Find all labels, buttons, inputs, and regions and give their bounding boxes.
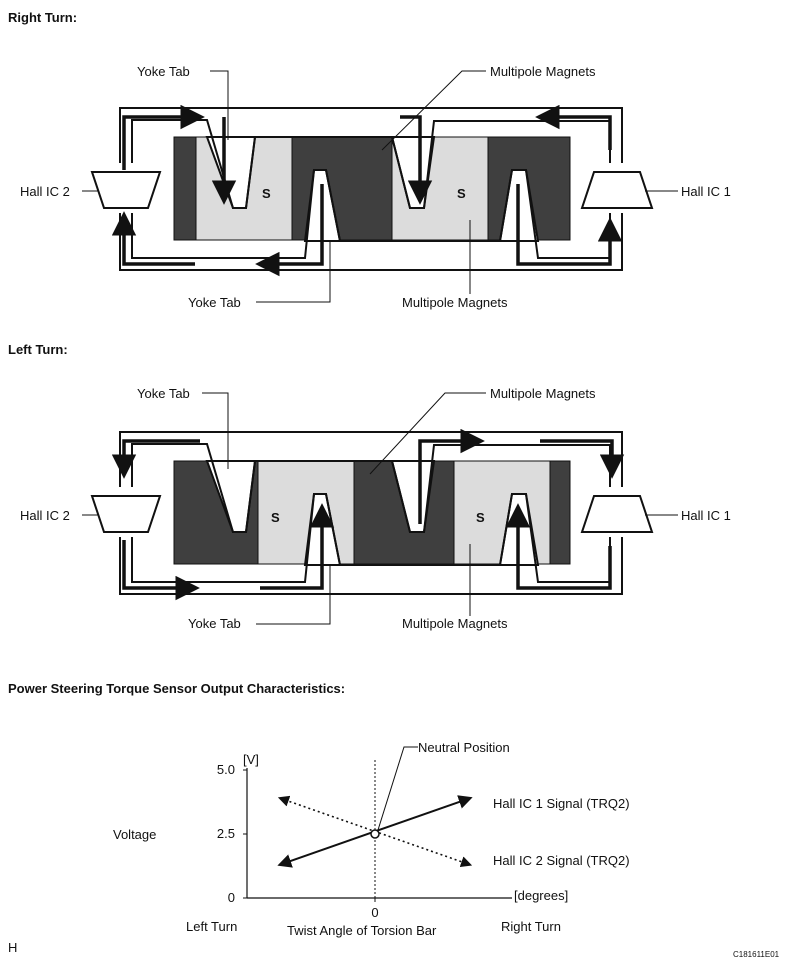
- x-unit-label: [degrees]: [514, 888, 569, 903]
- lt-pole-s-2: S: [476, 510, 485, 525]
- lt-pole-s-1: S: [271, 510, 280, 525]
- rt-pole-s-1: S: [262, 186, 271, 201]
- output-characteristics-chart: 0 2.5 5.0 0: [217, 746, 512, 920]
- rt-multipole-top-label: Multipole Magnets: [490, 64, 596, 79]
- y-tick-label: 2.5: [217, 826, 235, 841]
- rt-multipole-bottom-label: Multipole Magnets: [402, 295, 508, 310]
- lt-magnet-n-3: [549, 460, 571, 565]
- rt-yoke-tab-bottom-label: Yoke Tab: [188, 295, 241, 310]
- lt-hall-ic-2-label: Hall IC 2: [20, 508, 70, 523]
- lt-multipole-bottom-label: Multipole Magnets: [402, 616, 508, 631]
- rt-hall-ic-1-label: Hall IC 1: [681, 184, 731, 199]
- neutral-leader: [377, 746, 418, 831]
- hall-ic-2-signal-label: Hall IC 2 Signal (TRQ2): [493, 853, 630, 868]
- lt-hall-ic-1-label: Hall IC 1: [681, 508, 731, 523]
- footer-left: H: [8, 940, 18, 955]
- right-turn-assembly: [82, 70, 678, 303]
- neutral-position-label: Neutral Position: [418, 740, 510, 755]
- x-tick-label: 0: [371, 905, 378, 920]
- y-tick-label: 0: [228, 890, 235, 905]
- y-axis-label: Voltage: [113, 827, 157, 842]
- y-unit-label: [V]: [243, 752, 259, 767]
- neutral-point: [370, 829, 380, 839]
- rt-hall-ic-2-label: Hall IC 2: [20, 184, 70, 199]
- lt-yoke-tab-bottom-label: Yoke Tab: [188, 616, 241, 631]
- rt-yoke-tab-top-label: Yoke Tab: [137, 64, 190, 79]
- rt-magnet-n-1: [173, 136, 197, 241]
- lt-hall-ic-2: [90, 495, 162, 533]
- hall-ic-1-signal-label: Hall IC 1 Signal (TRQ2): [493, 796, 630, 811]
- chart-title: Power Steering Torque Sensor Output Char…: [8, 681, 346, 696]
- rt-hall-ic-1: [580, 171, 654, 209]
- left-turn-title: Left Turn:: [8, 342, 68, 357]
- left-turn-axis-label: Left Turn: [186, 919, 238, 934]
- left-turn-assembly: [82, 392, 678, 625]
- rt-pole-s-2: S: [457, 186, 466, 201]
- lt-yoke-tab-top-label: Yoke Tab: [137, 386, 190, 401]
- lt-multipole-top-label: Multipole Magnets: [490, 386, 596, 401]
- rt-hall-ic-2: [90, 171, 162, 209]
- figure-code: C181611E01: [733, 950, 780, 959]
- right-turn-axis-label: Right Turn: [501, 919, 561, 934]
- y-tick-label: 5.0: [217, 762, 235, 777]
- right-turn-title: Right Turn:: [8, 10, 78, 25]
- x-axis-label: Twist Angle of Torsion Bar: [287, 923, 437, 938]
- lt-hall-ic-1: [580, 495, 654, 533]
- lt-magnet-s-1: [257, 460, 355, 565]
